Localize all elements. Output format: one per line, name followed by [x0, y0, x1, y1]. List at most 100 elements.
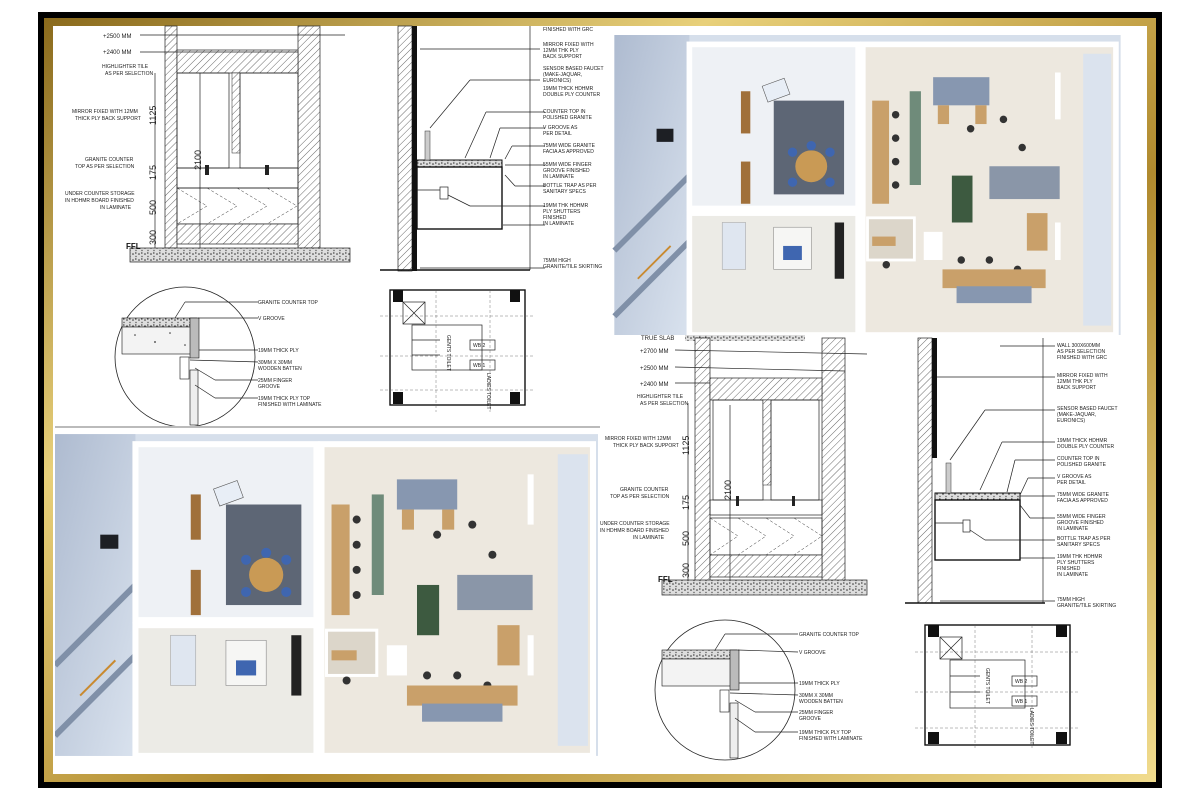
annotation: 75MM WIDE GRANITE	[543, 143, 596, 149]
annotation: 55MM WIDE FINGER	[1057, 514, 1106, 520]
annotation: 75MM HIGH	[543, 258, 571, 264]
annotation: 25MM FINGER	[799, 710, 834, 716]
annotation: (MAKE-JAQUAR,	[543, 72, 582, 78]
annotation: 19MM THICK PLY	[799, 681, 840, 687]
annotation: PER DETAIL	[1057, 480, 1086, 486]
annotation: GRANITE/TILE SKIRTING	[1057, 603, 1116, 609]
annotation: AS PER SELECTION	[1057, 349, 1105, 355]
annotation: IN LAMINATE	[1057, 572, 1089, 578]
annotation: FINISHED WITH LAMINATE	[799, 736, 863, 742]
annotation: FINISHED	[1057, 566, 1081, 572]
room-label: LADIES TOILET	[1028, 708, 1034, 745]
annotation: (MAKE-JAQUAR,	[1057, 412, 1096, 418]
annotation: HIGHLIGHTER TILE	[637, 394, 684, 400]
toilet-plan-top: GENTS TOILET LADIES TOILET WB 2 WB 1	[380, 289, 535, 412]
annotation: GROOVE FINISHED	[543, 168, 590, 174]
level-label: +2400 MM	[103, 50, 132, 56]
annotation: 12MM THK PLY	[543, 48, 579, 54]
annotation: BACK SUPPORT	[543, 54, 582, 60]
fixture-label: WB 1	[473, 363, 485, 369]
annotation: FINISHED	[543, 215, 567, 221]
dimension-label: 175	[681, 495, 691, 510]
toilet-plan-bottom: GENTS TOILET LADIES TOILET WB 2 WB 1	[915, 624, 1080, 750]
annotation: V GROOVE	[799, 650, 826, 656]
annotation: MIRROR FIXED WITH	[1057, 373, 1108, 379]
annotation: THICK PLY BACK SUPPORT	[613, 443, 679, 449]
annotation: UNDER COUNTER STORAGE	[600, 521, 670, 527]
annotation: TOP AS PER SELECTION	[75, 164, 135, 170]
annotation: GRANITE COUNTER	[620, 487, 669, 493]
annotation: EURONICS)	[543, 78, 571, 84]
dimension-label: 2100	[193, 150, 203, 170]
annotation: FINISHED WITH LAMINATE	[258, 402, 322, 408]
annotation: IN HDHMR BOARD FINISHED	[65, 198, 134, 204]
annotation: SANITARY SPECS	[1057, 542, 1100, 548]
office-render-bottom-left	[55, 434, 598, 756]
dimension-label: 1125	[681, 436, 691, 455]
annotation: GRANITE COUNTER TOP	[258, 300, 318, 306]
annotation: FINISHED WITH GRC	[1057, 355, 1107, 361]
annotation: IN LAMINATE	[543, 221, 575, 227]
annotation: 19MM THK HDHMR	[1057, 554, 1103, 560]
annotation: 19MM THK HDHMR	[543, 203, 589, 209]
counter-detail-top: GRANITE COUNTER TOP V GROOVE 19MM THICK PL…	[114, 286, 322, 428]
annotation: 55MM WIDE FINGER	[543, 162, 592, 168]
annotation: POLISHED GRANITE	[1057, 462, 1107, 468]
fixture-label: WB 2	[473, 343, 485, 349]
annotation: 19MM THICK PLY TOP	[258, 396, 311, 402]
room-label: GENTS TOILET	[445, 335, 451, 371]
annotation: COUNTER TOP IN	[543, 109, 586, 115]
annotation: 75MM HIGH	[1057, 597, 1085, 603]
annotation: BACK SUPPORT	[1057, 385, 1096, 391]
annotation: DOUBLE PLY COUNTER	[543, 92, 600, 98]
annotation: V GROOVE	[258, 316, 285, 322]
annotation: AS PER SELECTION	[105, 71, 153, 77]
vanity-elevation-top: +2500 MM +2400 MM HIGHLIGHTER TILE AS PE…	[65, 25, 351, 263]
annotation: IN LAMINATE	[543, 174, 575, 180]
annotation: GRANITE/TILE SKIRTING	[543, 264, 602, 270]
dimension-label: 500	[148, 200, 158, 215]
dimension-label: 500	[681, 531, 691, 546]
annotation: 19MM THICK PLY	[258, 348, 299, 354]
room-label: LADIES TOILET	[485, 373, 491, 410]
annotation: HIGHLIGHTER TILE	[102, 64, 149, 70]
annotation: GROOVE FINISHED	[1057, 520, 1104, 526]
annotation: EURONICS)	[1057, 418, 1085, 424]
annotation: PER DETAIL	[543, 131, 572, 137]
annotation: 12MM THK PLY	[1057, 379, 1093, 385]
annotation: IN HDHMR BOARD FINISHED	[600, 528, 669, 534]
annotation: 75MM WIDE GRANITE	[1057, 492, 1110, 498]
level-label: +2500 MM	[640, 366, 669, 372]
annotation: 30MM X 30MM	[799, 693, 833, 699]
annotation: UNDER COUNTER STORAGE	[65, 191, 135, 197]
annotation: 25MM FINGER	[258, 378, 293, 384]
annotation: PLY SHUTTERS	[543, 209, 581, 215]
ffl-label: FFL	[658, 575, 673, 584]
dimension-label: 300	[681, 563, 691, 578]
annotation: WALL 300X600MM	[1057, 343, 1100, 349]
annotation: GROOVE	[799, 716, 822, 722]
annotation: V GROOVE AS	[1057, 474, 1092, 480]
annotation: AS PER SELECTION	[640, 401, 688, 407]
level-label: +2500 MM	[103, 34, 132, 40]
annotation: V GROOVE AS	[543, 125, 578, 131]
annotation: MIRROR FIXED WITH 12MM	[605, 436, 671, 442]
annotation: IN LAMINATE	[100, 205, 132, 211]
fixture-label: WB 2	[1015, 679, 1027, 685]
office-render-top-right	[614, 35, 1120, 335]
room-label: GENTS TOILET	[984, 668, 990, 704]
annotation: MIRROR FIXED WITH	[543, 42, 594, 48]
dimension-label: 1125	[148, 106, 158, 125]
level-label: TRUE SLAB	[641, 336, 674, 342]
annotation: SENSOR BASED FAUCET	[1057, 406, 1118, 412]
annotation: IN LAMINATE	[1057, 526, 1089, 532]
annotation: 19MM THICK PLY TOP	[799, 730, 852, 736]
annotation: COUNTER TOP IN	[1057, 456, 1100, 462]
annotation: POLISHED GRANITE	[543, 115, 593, 121]
annotation: MIRROR FIXED WITH 12MM	[72, 109, 138, 115]
annotation: TOP AS PER SELECTION	[610, 494, 670, 500]
level-label: +2700 MM	[640, 349, 669, 355]
